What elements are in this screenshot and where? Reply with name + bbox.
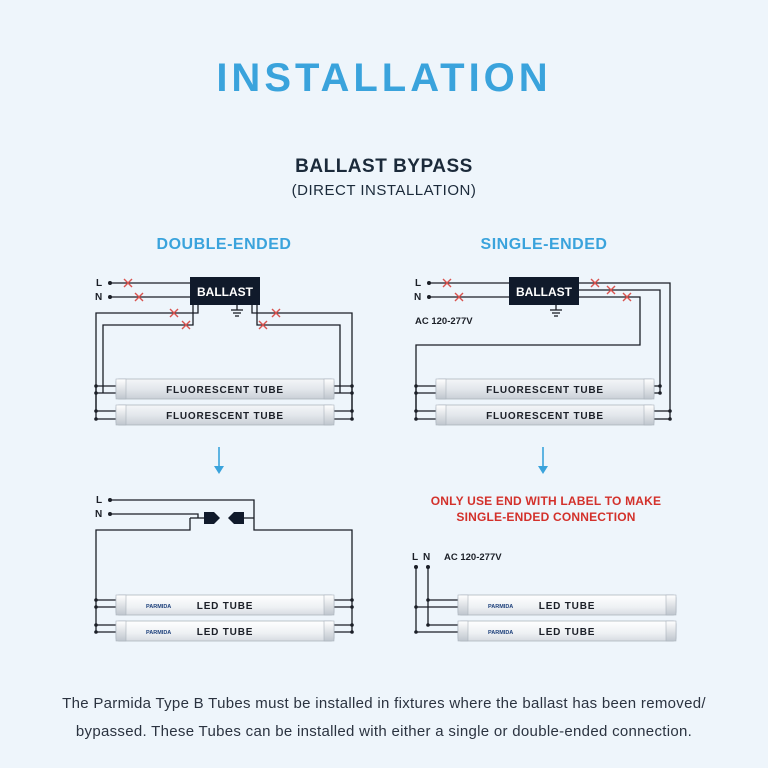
neutral-label: N	[95, 292, 102, 303]
footer-line-2: bypassed. These Tubes can be installed w…	[75, 723, 693, 740]
ballast-box	[190, 277, 260, 305]
line-label: L	[412, 552, 418, 563]
voltage-label: AC 120-277V	[444, 552, 502, 563]
down-arrow-icon	[214, 447, 224, 474]
line-label: L	[96, 495, 102, 506]
footer-line-1: The Parmida Type B Tubes must be install…	[62, 695, 706, 712]
warning-line-1: ONLY USE END WITH LABEL TO MAKE	[430, 494, 662, 508]
single-ended-warning: ONLY USE END WITH LABEL TO MAKE SINGLE-E…	[392, 493, 700, 525]
ballast-label: BALLAST	[197, 285, 254, 299]
fluorescent-tube-label: FLUORESCENT TUBE	[486, 385, 604, 396]
brand-logo: PARMIDA	[146, 630, 171, 636]
led-tube-label: LED TUBE	[539, 601, 595, 612]
wire-connector	[228, 512, 244, 524]
brand-logo: PARMIDA	[488, 604, 513, 610]
cut-marks	[123, 278, 281, 330]
neutral-label: N	[95, 509, 102, 520]
brand-logo: PARMIDA	[488, 630, 513, 636]
brand-logo: PARMIDA	[146, 604, 171, 610]
ballast-label: BALLAST	[516, 285, 573, 299]
section-subtitle: (DIRECT INSTALLATION)	[291, 182, 477, 199]
ballast-box	[509, 277, 579, 305]
single-ended-ballast-diagram: L N BALLAST AC 120-277V FLUOR	[414, 277, 672, 426]
warning-line-2: SINGLE-ENDED CONNECTION	[456, 510, 636, 524]
neutral-label: N	[414, 292, 421, 303]
led-tube-label: LED TUBE	[539, 627, 595, 638]
double-ended-title: DOUBLE-ENDED	[156, 236, 292, 253]
double-ended-ballast-diagram: L N BALLAST	[94, 277, 354, 426]
led-tube-label: LED TUBE	[197, 601, 253, 612]
single-ended-title: SINGLE-ENDED	[480, 236, 608, 253]
cut-marks	[442, 278, 632, 302]
fluorescent-tube-label: FLUORESCENT TUBE	[486, 411, 604, 422]
neutral-label: N	[423, 552, 430, 563]
down-arrow-icon	[538, 447, 548, 474]
wire-connector	[204, 512, 220, 524]
single-ended-led-diagram: L N AC 120-277V PARMIDA LED TUBE PARMIDA…	[412, 552, 677, 642]
footer-note: The Parmida Type B Tubes must be install…	[20, 690, 748, 746]
voltage-label: AC 120-277V	[415, 316, 473, 327]
double-ended-led-diagram: L N PARMIDA LED TUBE PARMIDA L	[94, 495, 354, 642]
section-title: BALLAST BYPASS	[295, 156, 473, 177]
fluorescent-tube-label: FLUORESCENT TUBE	[166, 411, 284, 422]
led-tube-label: LED TUBE	[197, 627, 253, 638]
fluorescent-tube-label: FLUORESCENT TUBE	[166, 385, 284, 396]
line-label: L	[96, 278, 102, 289]
page-title: INSTALLATION	[216, 56, 552, 100]
line-label: L	[415, 278, 421, 289]
